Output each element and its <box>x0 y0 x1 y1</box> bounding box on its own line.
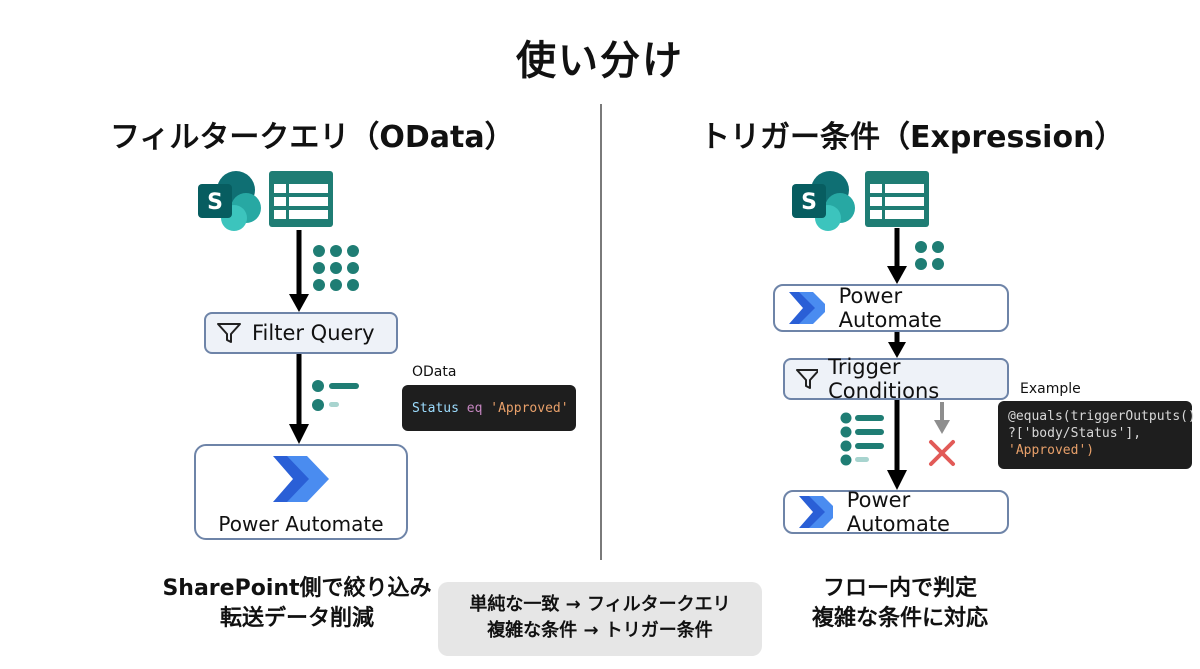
right-power-automate-top-box: Power Automate <box>773 284 1009 332</box>
power-automate-icon <box>789 292 825 324</box>
filter-icon <box>796 369 819 389</box>
item-list-icon <box>840 412 884 466</box>
left-caption-line1: SharePoint側で絞り込み <box>162 576 432 601</box>
example-label: Example <box>1020 381 1081 397</box>
left-arrow-1 <box>289 230 309 312</box>
summary-box: 単純な一致 → フィルタークエリ 複雑な条件 → トリガー条件 <box>438 582 762 656</box>
code-operator: eq <box>466 400 483 416</box>
left-arrow-2 <box>289 354 309 444</box>
code-line-2: ?['body/Status'], <box>1008 426 1142 441</box>
data-dots-icon <box>915 241 944 270</box>
odata-label: OData <box>412 364 457 380</box>
code-line-3: 'Approved') <box>1008 443 1095 458</box>
right-heading: トリガー条件（Expression） <box>700 120 1125 155</box>
summary-line2: 複雑な条件 → トリガー条件 <box>487 620 713 641</box>
code-value: 'Approved' <box>490 400 569 416</box>
filtered-list-icon <box>312 380 359 411</box>
trigger-conditions-label: Trigger Conditions <box>828 355 940 403</box>
sharepoint-icon: S <box>198 171 261 231</box>
right-power-automate-bottom-label: Power Automate <box>846 488 950 536</box>
right-power-automate-bottom-box: Power Automate <box>783 488 1009 536</box>
svg-text:S: S <box>801 190 817 215</box>
odata-code-block: Status eq 'Approved' <box>402 385 576 431</box>
page-title: 使い分け <box>516 38 684 84</box>
center-divider <box>600 104 602 560</box>
reject-x-icon <box>929 440 955 466</box>
left-power-automate-label: Power Automate <box>218 512 384 536</box>
filter-query-box: Filter Query <box>204 312 398 354</box>
right-caption: フロー内で判定 複雑な条件に対応 <box>780 574 1020 634</box>
rejected-arrow <box>929 402 955 466</box>
list-table-icon <box>865 171 929 227</box>
left-caption: SharePoint側で絞り込み 転送データ削減 <box>150 574 444 634</box>
data-dots-icon <box>313 245 359 291</box>
sharepoint-icon: S <box>792 171 855 231</box>
right-caption-line2: 複雑な条件に対応 <box>811 606 988 631</box>
svg-text:S: S <box>207 190 223 215</box>
left-caption-line2: 転送データ削減 <box>219 606 374 631</box>
power-automate-icon <box>273 456 329 502</box>
summary-line1: 単純な一致 → フィルタークエリ <box>469 594 731 615</box>
right-arrow-3 <box>887 400 907 490</box>
code-field: Status <box>412 400 459 416</box>
right-arrow-1 <box>887 228 907 284</box>
example-code-block: @equals(triggerOutputs() ?['body/Status'… <box>998 401 1196 469</box>
list-table-icon <box>269 171 333 227</box>
right-arrow-2 <box>888 332 906 358</box>
power-automate-icon <box>799 496 833 528</box>
right-power-automate-top-label: Power Automate <box>838 284 942 332</box>
left-heading: フィルタークエリ（OData） <box>110 120 515 155</box>
right-caption-line1: フロー内で判定 <box>822 576 977 601</box>
left-power-automate-box: Power Automate <box>194 444 408 540</box>
filter-icon <box>217 323 241 343</box>
trigger-conditions-box: Trigger Conditions <box>783 355 1009 403</box>
filter-query-label: Filter Query <box>252 321 375 345</box>
code-line-1: @equals(triggerOutputs() <box>1008 409 1196 424</box>
